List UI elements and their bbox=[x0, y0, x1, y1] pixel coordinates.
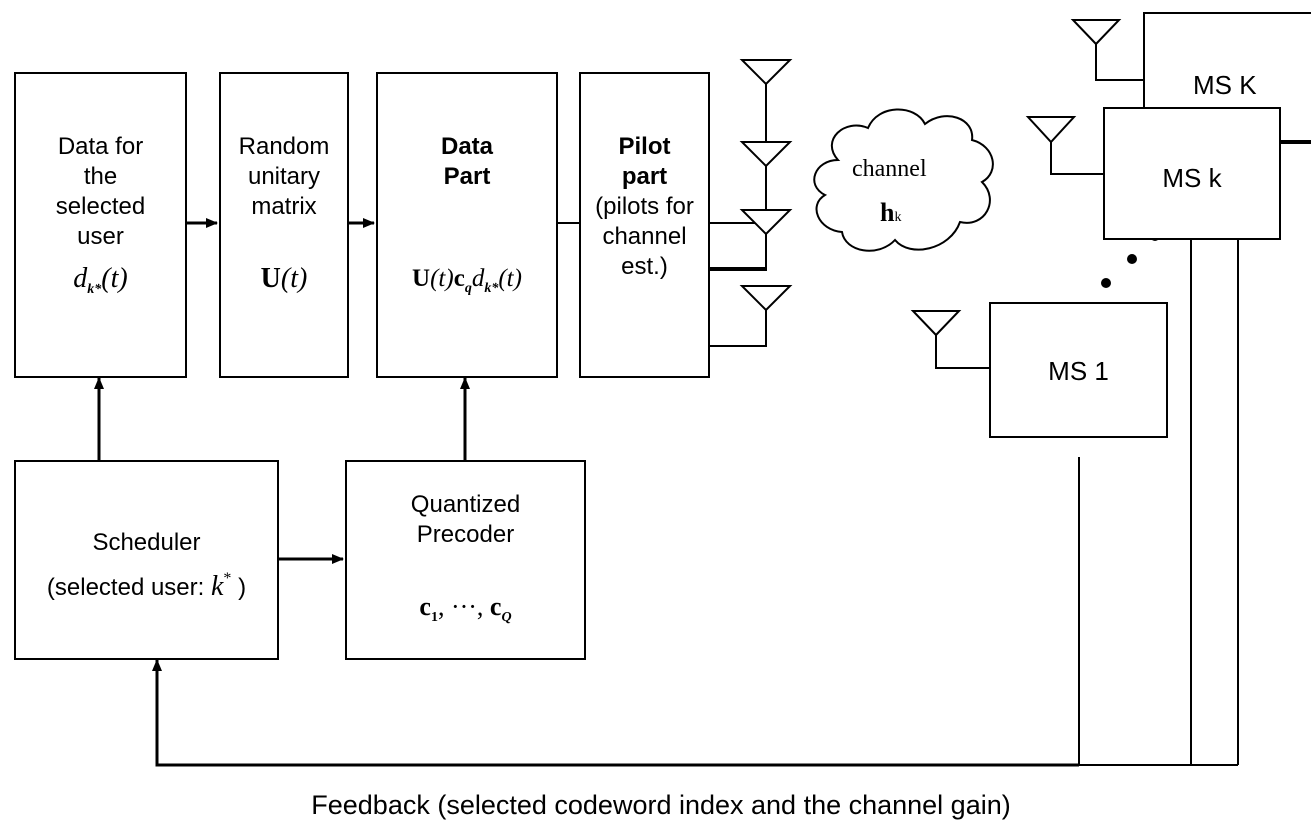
precoder-formula: c1, ···, cQ bbox=[419, 592, 512, 625]
antenna-icon bbox=[739, 285, 793, 312]
ellipsis-dot bbox=[1127, 254, 1137, 264]
ms-1-label: MS 1 bbox=[1048, 356, 1109, 386]
ms-K-antenna-feed bbox=[1095, 54, 1143, 81]
data-user-block: Data for the selected user dk*(t) bbox=[14, 72, 187, 378]
precoder-line-2: Precoder bbox=[416, 521, 515, 548]
pilot-line-2: part bbox=[621, 163, 668, 190]
pilot-line-1: Pilot bbox=[618, 133, 671, 160]
ellipsis-dot bbox=[1101, 278, 1111, 288]
data-part-line-2: Part bbox=[443, 163, 491, 190]
feedback-label: Feedback (selected codeword index and th… bbox=[311, 790, 1011, 820]
antenna-icon bbox=[739, 141, 793, 168]
unitary-line-2: unitary bbox=[247, 163, 321, 190]
antenna-icon bbox=[1025, 116, 1077, 144]
unitary-formula: U(t) bbox=[260, 263, 308, 294]
ms-k-antenna-feed bbox=[1050, 142, 1103, 175]
unitary-matrix-block: Random unitary matrix U(t) bbox=[219, 72, 349, 378]
scheduler-line-2: (selected user: k* ) bbox=[46, 570, 247, 602]
data-part-line-1: Data bbox=[440, 133, 494, 160]
ms-1-antenna-feed bbox=[935, 335, 989, 369]
channel-cloud bbox=[813, 108, 994, 252]
pilot-line-4: channel bbox=[602, 223, 687, 250]
data-user-line-1: Data for bbox=[57, 133, 144, 160]
unitary-line-3: matrix bbox=[251, 193, 317, 220]
antenna-icon bbox=[1070, 19, 1122, 46]
data-user-line-3: selected bbox=[55, 193, 146, 220]
scheduler-line-1: Scheduler bbox=[92, 529, 201, 556]
data-part-formula: U(t)cqdk*(t) bbox=[412, 265, 522, 296]
unitary-line-1: Random bbox=[238, 133, 330, 160]
ms-1-block: MS 1 bbox=[989, 302, 1168, 438]
ms-k-label: MS k bbox=[1162, 163, 1222, 193]
data-user-line-2: the bbox=[83, 163, 118, 190]
scheduler-block: Scheduler (selected user: k* ) bbox=[14, 460, 279, 660]
data-part-block: Data Part U(t)cqdk*(t) bbox=[376, 72, 558, 378]
channel-h: hk bbox=[880, 198, 902, 227]
feedback-arrow bbox=[152, 659, 1079, 767]
precoder-block: Quantized Precoder c1, ···, cQ bbox=[345, 460, 586, 660]
pilot-line-3: (pilots for bbox=[595, 193, 694, 220]
ms-k-block: MS k bbox=[1103, 107, 1281, 240]
precoder-line-1: Quantized bbox=[410, 491, 521, 518]
data-user-line-4: user bbox=[77, 223, 124, 250]
antenna-icon bbox=[910, 310, 962, 337]
pilot-line-5: est.) bbox=[621, 253, 668, 280]
tx-antenna-feed-4 bbox=[709, 307, 767, 347]
antenna-icon bbox=[739, 59, 793, 86]
tx-antenna-feed-3 bbox=[709, 232, 767, 271]
data-user-formula: dk*(t) bbox=[73, 263, 128, 298]
antenna-icon bbox=[739, 209, 793, 236]
ms-K-label: MS K bbox=[1193, 70, 1257, 100]
pilot-part-block: Pilot part (pilots for channel est.) bbox=[579, 72, 710, 378]
channel-label: channel bbox=[852, 156, 927, 182]
